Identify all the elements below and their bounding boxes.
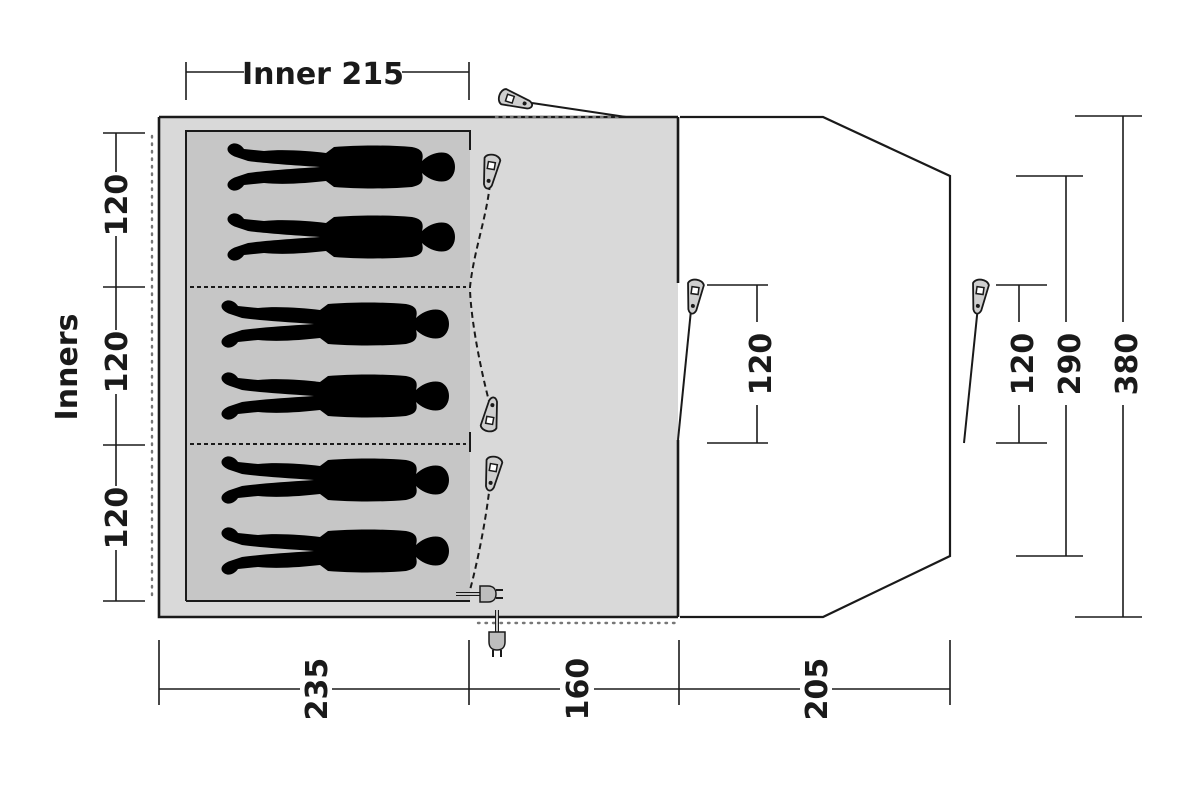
inners-title: Inners	[50, 314, 85, 421]
inner-height-label-3: 120	[100, 487, 135, 550]
inner-height-label-1: 120	[100, 174, 135, 237]
inner-height-label-2: 120	[100, 331, 135, 394]
tent-peg-icon	[682, 277, 706, 316]
inners-height-dimension: 120 120 120 Inners	[50, 132, 145, 602]
electric-hookup-plug-icon	[488, 610, 506, 657]
inner-tent	[186, 131, 470, 601]
porch-front-dimension: 290	[1016, 175, 1088, 557]
total-depth-label: 380	[1110, 333, 1145, 396]
width-label-sleeping: 235	[300, 658, 335, 721]
tent-peg-icon	[967, 277, 991, 316]
width-label-living: 160	[561, 658, 596, 721]
outer-wall	[157, 115, 678, 619]
inner-door-flap-lower	[469, 483, 491, 591]
door-width-label: 120	[744, 333, 779, 396]
width-label-porch: 205	[800, 658, 835, 721]
inner-width-label: Inner 215	[242, 57, 404, 92]
front-door-dimension: 120	[996, 284, 1047, 444]
porch-front-label: 290	[1053, 333, 1088, 396]
electric-hookup-plug-icon	[456, 585, 503, 603]
total-depth-dimension: 380	[1075, 115, 1145, 618]
porch-outline	[680, 115, 952, 619]
door-width-dimension: 120	[707, 284, 779, 444]
front-door-label: 120	[1006, 333, 1041, 396]
inner-door-flap-upper	[468, 183, 491, 406]
door-flap-guyline	[677, 299, 693, 441]
tent-peg-icon	[496, 86, 536, 115]
bottom-width-dimension: 235 160 205	[158, 640, 951, 721]
inner-width-dimension: Inner 215	[185, 57, 470, 100]
